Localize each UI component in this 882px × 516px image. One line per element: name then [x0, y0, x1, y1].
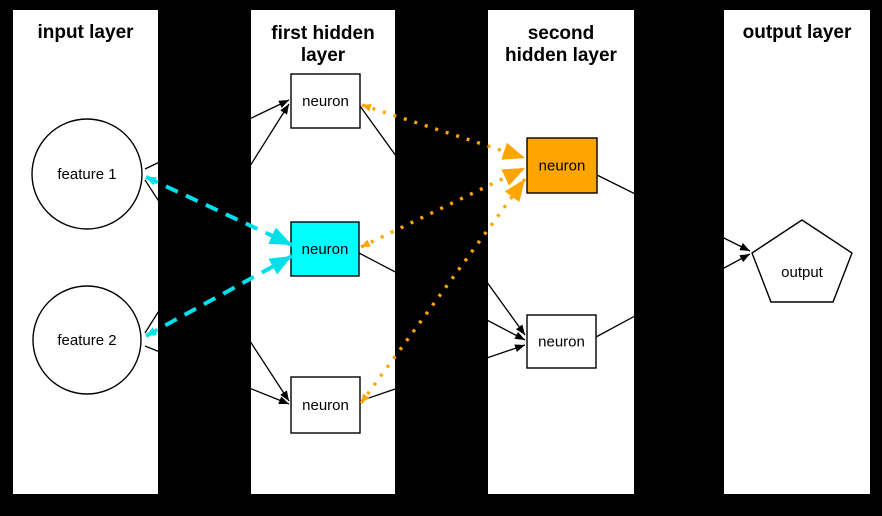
edge-h2bot-to-output — [595, 253, 751, 338]
title-output-layer: output layer — [743, 22, 852, 43]
label-feature-1: feature 1 — [57, 166, 116, 183]
node-neuron-h1-mid-cyan — [290, 221, 360, 277]
title-first-hidden-line2: layer — [301, 45, 346, 66]
edge-feature1-to-h1top — [144, 99, 290, 170]
edge-feature2-to-h1bot — [144, 345, 290, 405]
title-second-hidden-line2: hidden layer — [505, 45, 618, 66]
label-output: output — [781, 264, 824, 281]
node-feature-1 — [31, 118, 143, 230]
panel-input-layer — [13, 10, 158, 494]
edge-feature1-to-h1mid-cyan — [145, 175, 293, 247]
node-neuron-h1-top — [290, 73, 361, 129]
node-neuron-h1-bottom — [290, 376, 361, 434]
title-input-layer: input layer — [37, 22, 134, 43]
label-neuron-h1-top: neuron — [302, 93, 349, 110]
title-second-hidden-line1: second — [528, 23, 595, 44]
label-neuron-h1-mid: neuron — [302, 241, 349, 258]
label-feature-2: feature 2 — [57, 332, 116, 349]
node-output-pentagon — [751, 219, 853, 303]
edge-feature2-to-h1mid-cyan — [145, 254, 293, 338]
node-feature-2 — [32, 285, 142, 395]
label-neuron-h2-top: neuron — [539, 158, 586, 175]
edge-h2top-to-output — [596, 174, 751, 252]
label-neuron-h2-bottom: neuron — [538, 334, 585, 351]
title-first-hidden-line1: first hidden — [271, 23, 374, 44]
edge-h1bot-to-h2top-orange — [359, 177, 527, 405]
node-neuron-h2-bottom — [526, 314, 597, 369]
node-neuron-h2-top-orange — [526, 137, 598, 194]
label-neuron-h1-bottom: neuron — [302, 397, 349, 414]
panel-second-hidden-layer — [488, 10, 634, 494]
